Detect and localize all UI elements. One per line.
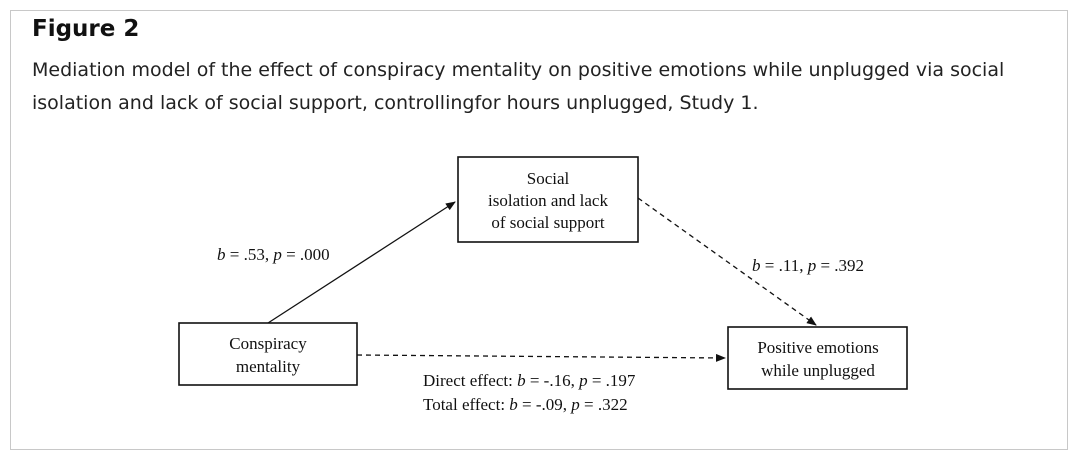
mediator-label-line2: isolation and lack	[488, 191, 608, 210]
predictor-node: Conspiracy mentality	[178, 322, 358, 386]
outcome-label-line2: while unplugged	[761, 361, 875, 380]
direct-effect-label: Direct effect: b = -.16, p = .197	[423, 371, 636, 390]
mediator-label-line1: Social	[527, 169, 570, 188]
mediator-label-line3: of social support	[491, 213, 605, 232]
path-a-arrow	[267, 201, 456, 324]
predictor-label-line2: mentality	[236, 357, 301, 376]
path-direct-arrow	[356, 353, 726, 362]
path-b-coefficient: b = .11, p = .392	[752, 256, 864, 275]
outcome-node: Positive emotions while unplugged	[727, 326, 908, 390]
outcome-label-line1: Positive emotions	[757, 338, 878, 357]
figure-caption: Mediation model of the effect of conspir…	[32, 59, 1005, 114]
path-b-arrow	[637, 197, 817, 326]
predictor-label-line1: Conspiracy	[229, 334, 307, 353]
figure-title: Figure 2	[32, 16, 140, 42]
total-effect-label: Total effect: b = -.09, p = .322	[423, 395, 628, 414]
mediator-node: Social isolation and lack of social supp…	[457, 156, 639, 243]
path-a-coefficient: b = .53, p = .000	[217, 245, 330, 264]
